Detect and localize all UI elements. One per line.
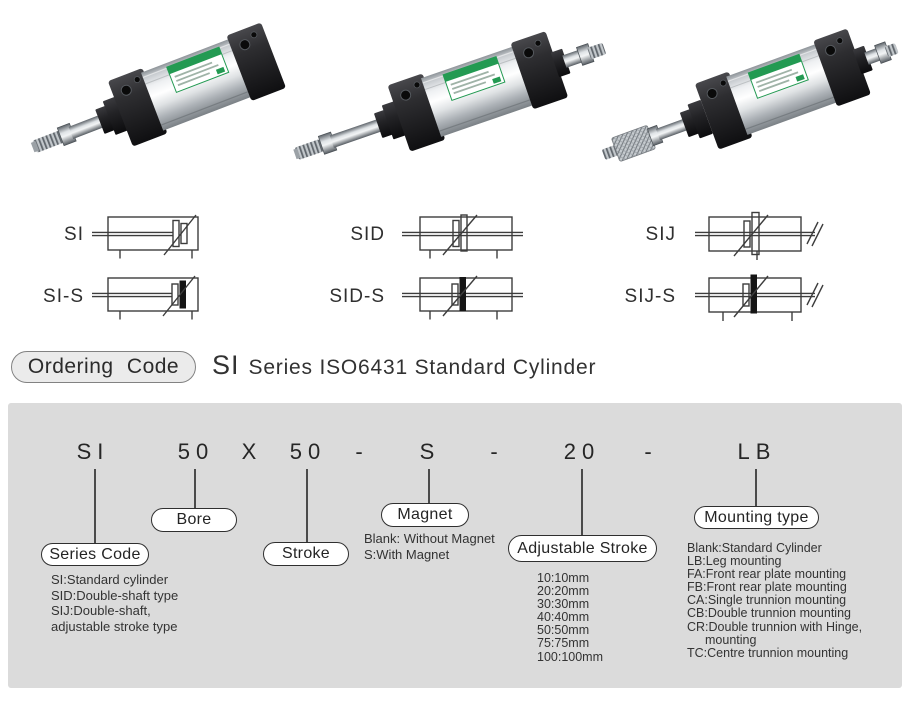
cylinder-photo-si [30,23,286,153]
connector-magnet [428,469,430,503]
series-code-option: SID:Double-shaft type [51,587,179,603]
code-part-dash-1: - [355,439,369,464]
magnet-option: S:With Magnet [364,546,450,562]
mounting-option: FA:Front rear plate mounting [687,567,847,582]
adjustable-stroke-option: 50:50mm [537,623,590,638]
code-part-series: SI [76,439,110,464]
diagram-label-si-s: SI-S [43,286,84,307]
pill-stroke: Stroke [263,542,349,566]
code-part-dash-2: - [490,439,504,464]
ordering-code-badge: Ordering Code [11,351,196,383]
adjustable-stroke-option: 100:100mm [537,649,604,664]
cylinder-photo-sij [602,29,899,162]
connector-series [94,469,96,543]
code-part-dash-3: - [644,439,658,464]
pill-adjustable-stroke: Adjustable Stroke [508,535,657,562]
adjustable-stroke-option: 30:30mm [537,597,590,612]
diagram-label-sid: SID [350,224,385,245]
adjustable-stroke-option: 20:20mm [537,584,590,599]
diagram-sij-s [695,274,824,321]
cylinder-photo-sid [293,31,606,160]
mounting-option: FB:Front rear plate mounting [687,580,847,595]
mounting-option: CB:Double trunnion mounting [687,606,851,621]
adjustable-stroke-option: 75:75mm [537,636,590,651]
pill-mounting-type: Mounting type [694,506,819,529]
code-part-x: X [241,439,263,464]
connector-bore [194,469,196,508]
mounting-option: CR:Double trunnion with Hinge, [687,619,863,634]
mounting-option: mounting [705,632,757,647]
diagram-si [92,214,199,259]
page-title-rest: Series ISO6431 Standard Cylinder [248,356,597,379]
series-code-option: adjustable stroke type [51,619,178,635]
diagram-si-s [92,275,199,320]
code-part-magnet: S [419,439,441,464]
diagram-sid [402,214,523,259]
ordering-code-panel [8,403,902,688]
diagram-label-sij-s: SIJ-S [624,286,676,307]
pill-series-code: Series Code [41,543,149,566]
pill-magnet: Magnet [381,503,469,527]
page-title: SI Series ISO6431 Standard Cylinder [212,350,596,384]
adjustable-stroke-option: 40:40mm [537,610,590,625]
connector-adjustable [581,469,583,535]
mounting-option: TC:Centre trunnion mounting [687,645,849,660]
connector-stroke [306,469,308,542]
adjustable-stroke-option: 10:10mm [537,571,590,585]
series-code-option: SI:Standard cylinder [51,572,169,587]
magnet-option: Blank: Without Magnet [364,531,495,546]
diagram-sij [695,211,824,260]
diagram-label-sid-s: SID-S [329,286,385,307]
code-part-adjustable: 20 [563,439,601,464]
code-part-bore: 50 [177,439,215,464]
diagram-label-sij: SIJ [645,224,676,245]
page-title-series: SI [212,350,240,380]
series-code-option: SIJ:Double-shaft, [51,603,151,619]
connector-mounting [755,469,757,506]
mounting-option: CA:Single trunnion mounting [687,593,847,608]
code-part-stroke: 50 [289,439,327,464]
diagram-sid-s [402,275,523,320]
mounting-option: LB:Leg mounting [687,554,782,569]
diagram-label-si: SI [64,224,84,245]
code-part-mounting: LB [737,439,777,464]
mounting-option: Blank:Standard Cylinder [687,541,822,555]
pill-bore: Bore [151,508,237,532]
